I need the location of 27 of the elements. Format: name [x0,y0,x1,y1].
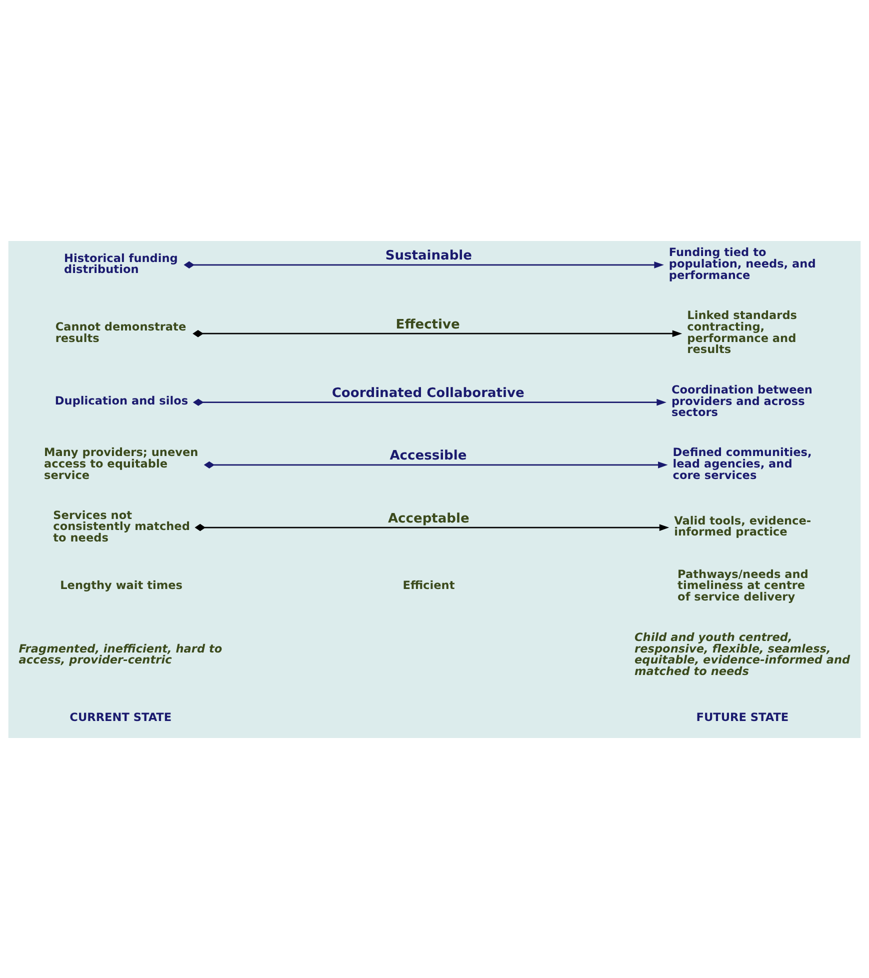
label: Pathways/needs and timeliness at centre of service delivery [678,567,808,604]
node-text: Funding tied to population, needs, and performance [668,246,816,282]
edge-label: Effective [396,316,460,332]
label: FUTURE STATE [696,710,789,724]
arrow [192,330,682,337]
edge-label: Sustainable [385,248,472,264]
arrow [204,460,668,468]
node-text: Coordination between providers and across sectors [671,383,812,419]
node-text: Services not consistently matched to needs [53,508,190,544]
label: Lengthy wait times [60,578,183,592]
node-text: Historical funding distribution [64,251,178,276]
edge-label: Accessible [390,448,467,464]
label: Child and youth centred, responsive, flexible, seamless, equitable, evidence-informed and matched to needs [634,630,850,678]
arrow [194,523,670,531]
arrow [184,260,664,268]
node-text: Defined communities, lead agencies, and core services [672,446,812,482]
label: Efficient [402,578,455,592]
edge-label: Acceptable [388,510,470,526]
label: Fragmented, inefficient, hard to access, provider-centric [18,642,222,666]
node-text: Linked standards contracting, performance and results [687,308,798,356]
node-text: Valid tools, evidence-informed practice [674,514,812,538]
node-text: Many providers; uneven access to equitable service [44,446,198,482]
node-text: Duplication and silos [54,394,188,407]
arrow [192,398,666,406]
label: CURRENT STATE [70,710,172,724]
node-text: Cannot demonstrate results [55,320,186,344]
edge-label: Coordinated Collaborative [332,386,524,401]
